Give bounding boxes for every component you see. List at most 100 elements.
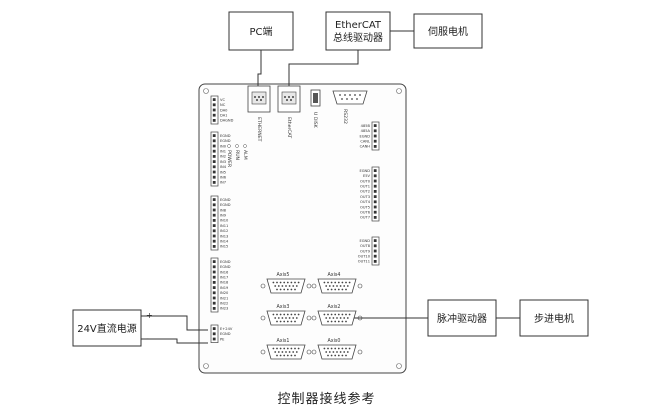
- terminal-pin: [212, 160, 216, 163]
- db-pin: [272, 347, 275, 350]
- terminal-pin: [212, 234, 216, 238]
- db-pin: [330, 313, 333, 316]
- terminal-label: IN15: [220, 245, 228, 249]
- terminal-label: EGND: [220, 332, 231, 336]
- pc-to-ethernet-wire: [257, 50, 262, 86]
- db-pin: [272, 313, 275, 316]
- terminal-pin: [212, 286, 216, 289]
- terminal-label: IN23: [220, 307, 228, 311]
- terminal-pin: [212, 337, 216, 341]
- terminal-pin: [212, 134, 216, 137]
- terminal-label: EGND: [220, 265, 231, 269]
- db-pin: [336, 317, 338, 319]
- db-pin: [286, 320, 289, 323]
- terminal-label: EGND: [220, 139, 231, 143]
- terminal-pin: [373, 205, 377, 209]
- rs232-label: RS232: [342, 109, 348, 124]
- psu-label: 24V直流电源: [77, 322, 137, 335]
- terminal-label: 485A: [361, 129, 371, 133]
- db-screw: [357, 283, 363, 289]
- db-pin: [343, 285, 346, 287]
- pulse-driver-label: 脉冲驱动器: [437, 312, 487, 325]
- terminal-pin: [373, 169, 377, 172]
- ethernet-label: ETHERNET: [256, 117, 262, 142]
- db-pin: [276, 320, 278, 323]
- terminal-pin: [212, 103, 216, 107]
- terminal-pin: [212, 291, 216, 295]
- db-pin: [290, 313, 293, 316]
- db-pin: [276, 288, 278, 291]
- db-pin: [295, 317, 298, 319]
- psu-box: 24V直流电源 + -: [72, 309, 153, 347]
- terminal-pin: [373, 210, 377, 214]
- db-pin: [337, 313, 340, 316]
- db-pin: [294, 320, 296, 323]
- ethercat-driver-box: EtherCAT 总线驱动器: [325, 11, 391, 51]
- terminal-pin: [212, 327, 216, 330]
- axis-connector-axis1: Axis1: [260, 338, 312, 360]
- db-pin: [327, 320, 329, 323]
- db-pin: [274, 317, 277, 319]
- db-screw: [260, 349, 266, 355]
- terminal-label: IN5: [220, 170, 226, 174]
- terminal-pin: [212, 275, 216, 279]
- db-pin: [292, 351, 295, 353]
- db-pin: [348, 313, 351, 316]
- db-pin: [276, 313, 278, 316]
- db-pin: [283, 281, 286, 284]
- terminal-label: EGND: [220, 203, 231, 207]
- terminal-label: EGND: [220, 198, 231, 202]
- stepper-motor-box: 步进电机: [519, 299, 589, 337]
- db-pin: [345, 320, 347, 323]
- terminal-label: DAGND: [220, 119, 234, 123]
- terminal-label: IN18: [220, 281, 229, 285]
- terminal-label: OUT4: [360, 200, 371, 204]
- db-pin: [325, 285, 328, 287]
- terminal-pin: [212, 113, 216, 117]
- terminal-pin: [212, 155, 216, 158]
- terminal-pin: [212, 144, 216, 148]
- db-pin: [294, 281, 296, 284]
- terminal-label: E5V: [363, 174, 371, 178]
- terminal-label: IN2: [220, 155, 226, 159]
- stepper-motor-label: 步进电机: [534, 312, 574, 325]
- db-pin: [323, 313, 326, 316]
- axis-label: Axis4: [327, 272, 340, 278]
- db-pin: [286, 313, 289, 316]
- db-pin: [295, 285, 298, 287]
- terminal-pin: [212, 198, 216, 201]
- terminal-pin: [373, 260, 377, 263]
- terminal-pin: [212, 139, 216, 143]
- terminal-pin: [373, 249, 377, 253]
- ethercat-driver-label-2: 总线驱动器: [333, 31, 383, 44]
- terminal-pin: [373, 139, 377, 143]
- db-pin: [345, 354, 347, 357]
- terminal-label: IN21: [220, 296, 228, 300]
- db-pin: [345, 347, 347, 350]
- terminal-label: IN20: [220, 291, 229, 295]
- db-pin: [341, 347, 344, 350]
- terminal-label: OUT9: [360, 249, 371, 253]
- terminal-label: EGND: [359, 239, 370, 243]
- db-pin: [294, 354, 296, 357]
- db-pin: [323, 347, 326, 350]
- db-pin: [283, 320, 286, 323]
- db-pin: [286, 347, 289, 350]
- axis-connector-axis5: Axis5: [260, 272, 312, 294]
- axis-label: Axis3: [276, 304, 289, 310]
- axis-label: Axis2: [327, 304, 340, 310]
- ethernet-port: ETHERNET: [247, 85, 271, 142]
- db-screw: [311, 349, 317, 355]
- db-pin: [277, 285, 280, 287]
- db-pin: [330, 288, 333, 291]
- terminal-block-body: [210, 195, 219, 251]
- terminal-block-body: [210, 131, 219, 187]
- db-pin: [283, 313, 286, 316]
- terminal-label: OUT7: [360, 216, 370, 220]
- terminal-label: IN4: [220, 165, 227, 169]
- db-pin: [292, 317, 295, 319]
- db-pin: [339, 285, 342, 287]
- terminal-pin: [212, 229, 216, 233]
